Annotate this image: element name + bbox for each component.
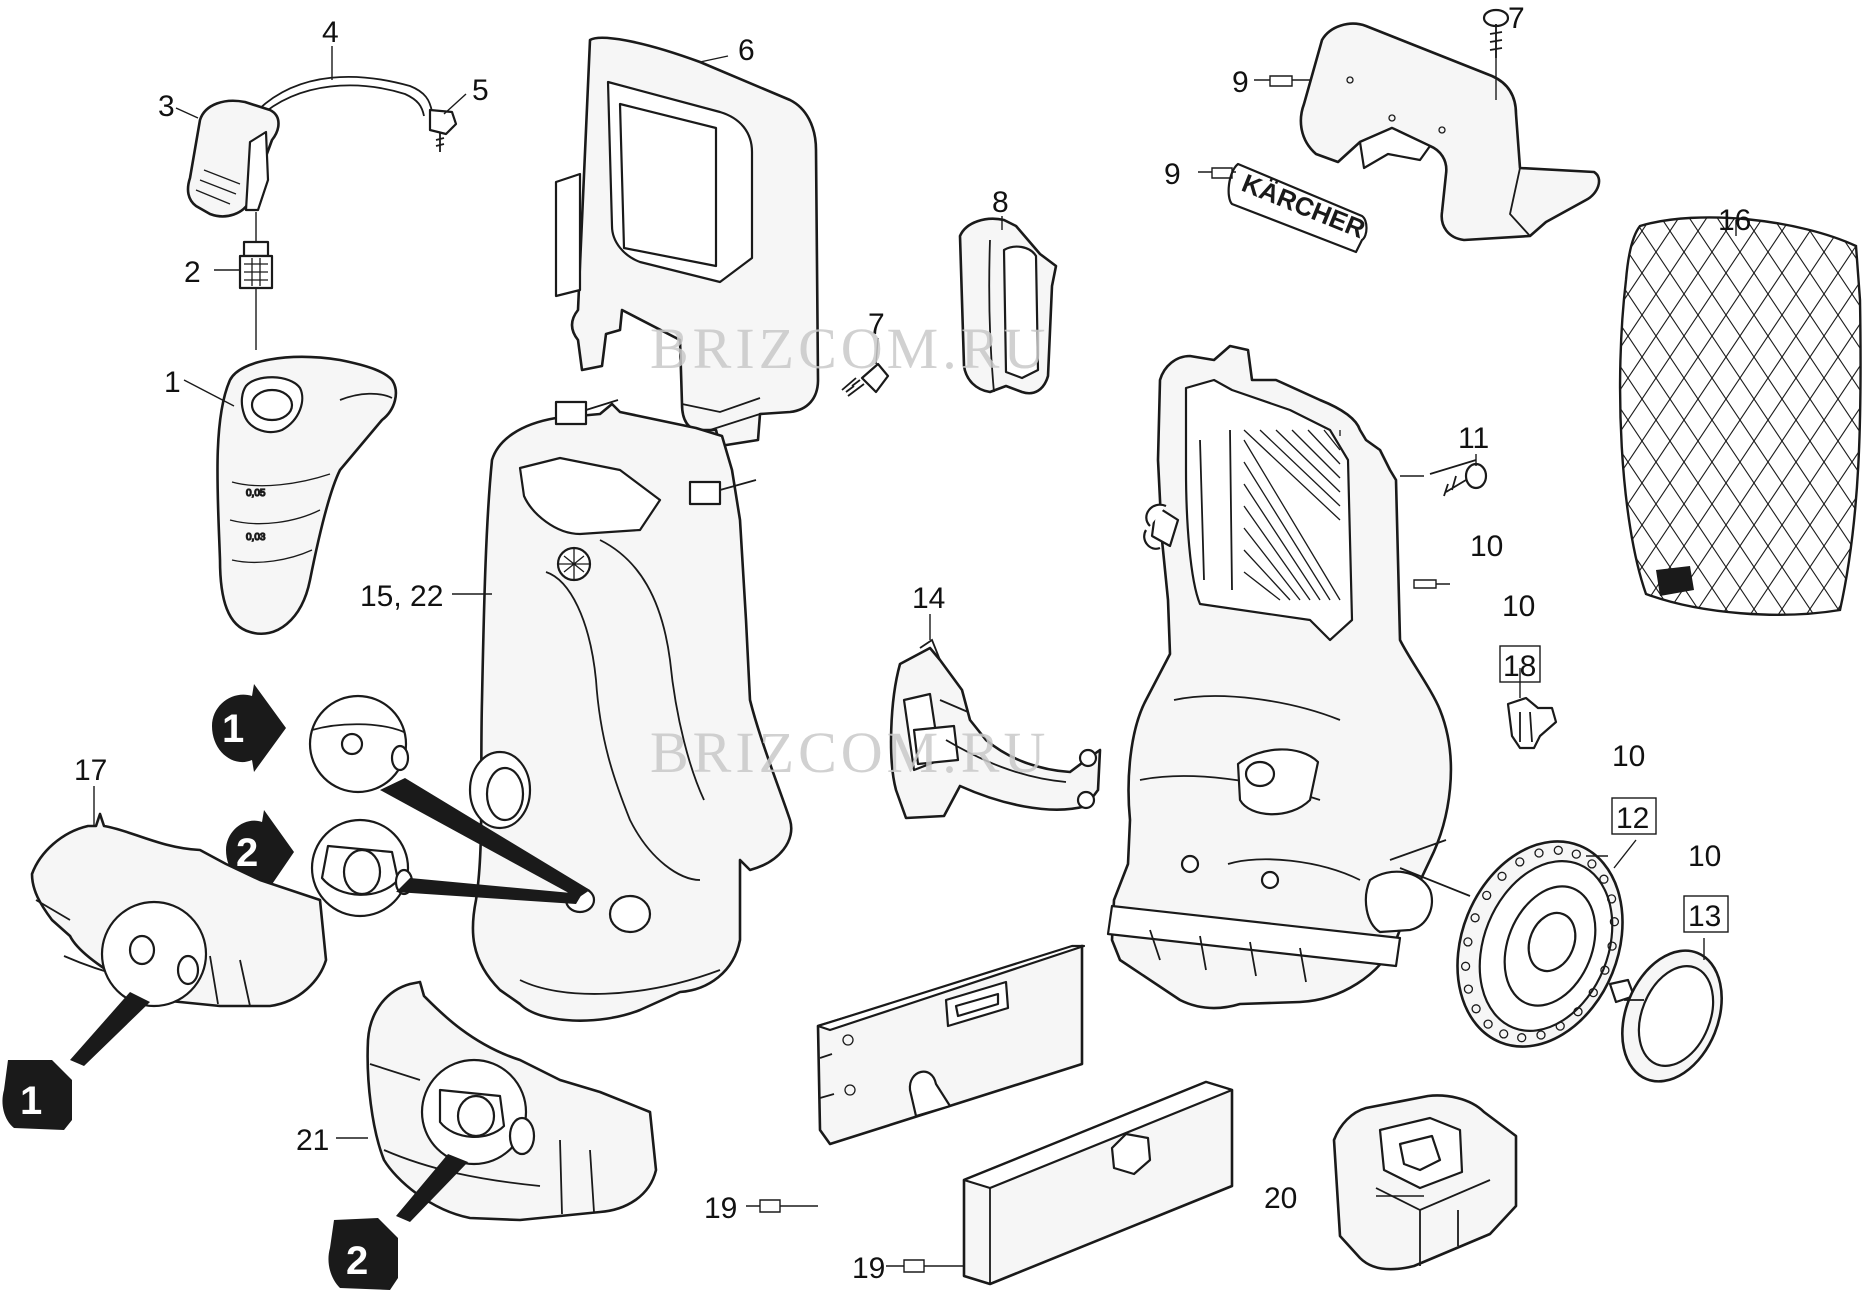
detail-badge-1-top: 1 (212, 684, 286, 772)
callout-10-cap: 10 (1688, 840, 1721, 873)
detail-magnifier-top (308, 694, 590, 898)
callout-15-22: 15, 22 (360, 580, 443, 613)
callout-5: 5 (472, 74, 489, 107)
callout-10-wheel: 10 (1612, 740, 1645, 773)
detail-badge-1-bottom: 1 (2, 1060, 72, 1130)
callout-13-box: 13 (1683, 895, 1729, 933)
watermark: BRIZCOM.RU BRIZCOM.RU (650, 316, 1049, 785)
callout-7-center: 7 (868, 308, 885, 341)
detail-magnifier-middle (310, 818, 582, 918)
svg-text:1: 1 (222, 707, 244, 751)
callout-10-clip: 10 (1502, 590, 1535, 623)
part-storage-net (1618, 216, 1862, 616)
callout-9-cover: 9 (1232, 66, 1249, 99)
part-screw-center (841, 362, 890, 397)
svg-text:13: 13 (1688, 900, 1721, 933)
svg-text:0,03: 0,03 (246, 532, 266, 543)
callout-3: 3 (158, 90, 175, 123)
callout-labels: 3 4 5 2 1 6 7 8 15, 22 17 14 7 9 9 16 11… (74, 2, 1751, 1285)
svg-text:12: 12 (1616, 802, 1649, 835)
part-foam-insert-1 (816, 944, 1086, 1146)
svg-text:1: 1 (20, 1079, 42, 1123)
svg-text:18: 18 (1503, 650, 1536, 683)
part-lower-cover-right (366, 980, 658, 1222)
part-hose-bracket (889, 638, 1102, 820)
part-wheel (1456, 840, 1624, 1048)
part-brand-plate: KÄRCHER (1227, 162, 1370, 254)
part-top-cover (1299, 8, 1601, 242)
part-detergent-tank: 0,05 0,03 (216, 355, 398, 635)
part-nozzle-holder (1332, 1094, 1518, 1271)
callout-16: 16 (1718, 204, 1751, 237)
part-foam-insert-2 (962, 1080, 1234, 1286)
svg-text:BRIZCOM.RU: BRIZCOM.RU (650, 316, 1049, 381)
callout-17: 17 (74, 754, 107, 787)
part-screw-11 (1429, 459, 1488, 497)
callout-12-box: 12 (1611, 797, 1657, 835)
part-front-housing (468, 399, 793, 1022)
callout-4: 4 (322, 16, 339, 49)
svg-text:BRIZCOM.RU: BRIZCOM.RU (650, 720, 1049, 785)
svg-text:2: 2 (236, 831, 258, 875)
callout-leaders (93, 30, 1737, 1273)
part-handle-frame (554, 36, 820, 448)
callout-11: 11 (1458, 422, 1489, 455)
part-handle-assembly (186, 76, 458, 350)
callout-14: 14 (912, 582, 945, 615)
callout-19-lower: 19 (852, 1252, 885, 1285)
callout-2: 2 (184, 256, 201, 289)
svg-text:2: 2 (346, 1239, 368, 1283)
callout-20: 20 (1264, 1182, 1297, 1215)
callout-6: 6 (738, 34, 755, 67)
part-hub-cap (1608, 949, 1723, 1083)
callout-7-top: 7 (1508, 2, 1525, 35)
part-rear-chassis (1106, 344, 1471, 1010)
callout-1: 1 (164, 366, 181, 399)
callout-10-chassis: 10 (1470, 530, 1503, 563)
callout-21: 21 (296, 1124, 329, 1157)
part-lower-cover-left (30, 812, 328, 1066)
part-clip-18 (1506, 696, 1558, 750)
part-clip-bracket (958, 217, 1058, 395)
detail-badge-2-bottom: 2 (328, 1218, 398, 1290)
svg-text:0,05: 0,05 (246, 488, 266, 499)
callout-19-upper: 19 (704, 1192, 737, 1225)
callout-18-box: 18 (1499, 645, 1541, 683)
callout-9-plate: 9 (1164, 158, 1181, 191)
callout-8: 8 (992, 186, 1009, 219)
